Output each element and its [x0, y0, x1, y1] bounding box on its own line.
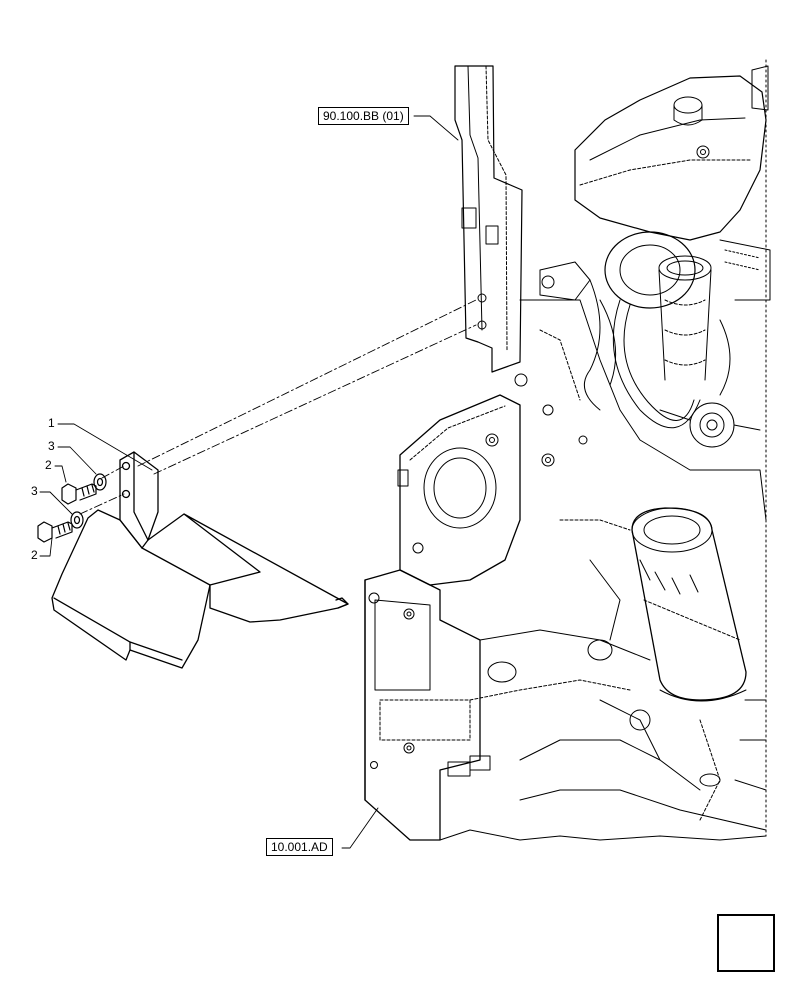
callout-part-3-upper: 3 — [48, 439, 55, 453]
callout-part-2-upper: 2 — [45, 458, 52, 472]
assembly-lines — [79, 299, 477, 515]
next-page-button[interactable] — [717, 914, 775, 972]
bolt-2-upper — [61, 483, 97, 505]
reference-box-top[interactable]: 90.100.BB (01) — [318, 107, 409, 125]
callout-part-3-lower: 3 — [31, 484, 38, 498]
washer-3-upper — [93, 473, 107, 491]
washer-3-lower — [70, 511, 84, 529]
bolt-2-lower — [37, 521, 73, 543]
callout-part-1: 1 — [48, 416, 55, 430]
callout-part-2-lower: 2 — [31, 548, 38, 562]
engine-assembly — [364, 59, 771, 841]
heat-shield-bracket — [51, 451, 349, 669]
callout-leaders — [39, 115, 459, 849]
reference-box-bottom[interactable]: 10.001.AD — [266, 838, 333, 856]
